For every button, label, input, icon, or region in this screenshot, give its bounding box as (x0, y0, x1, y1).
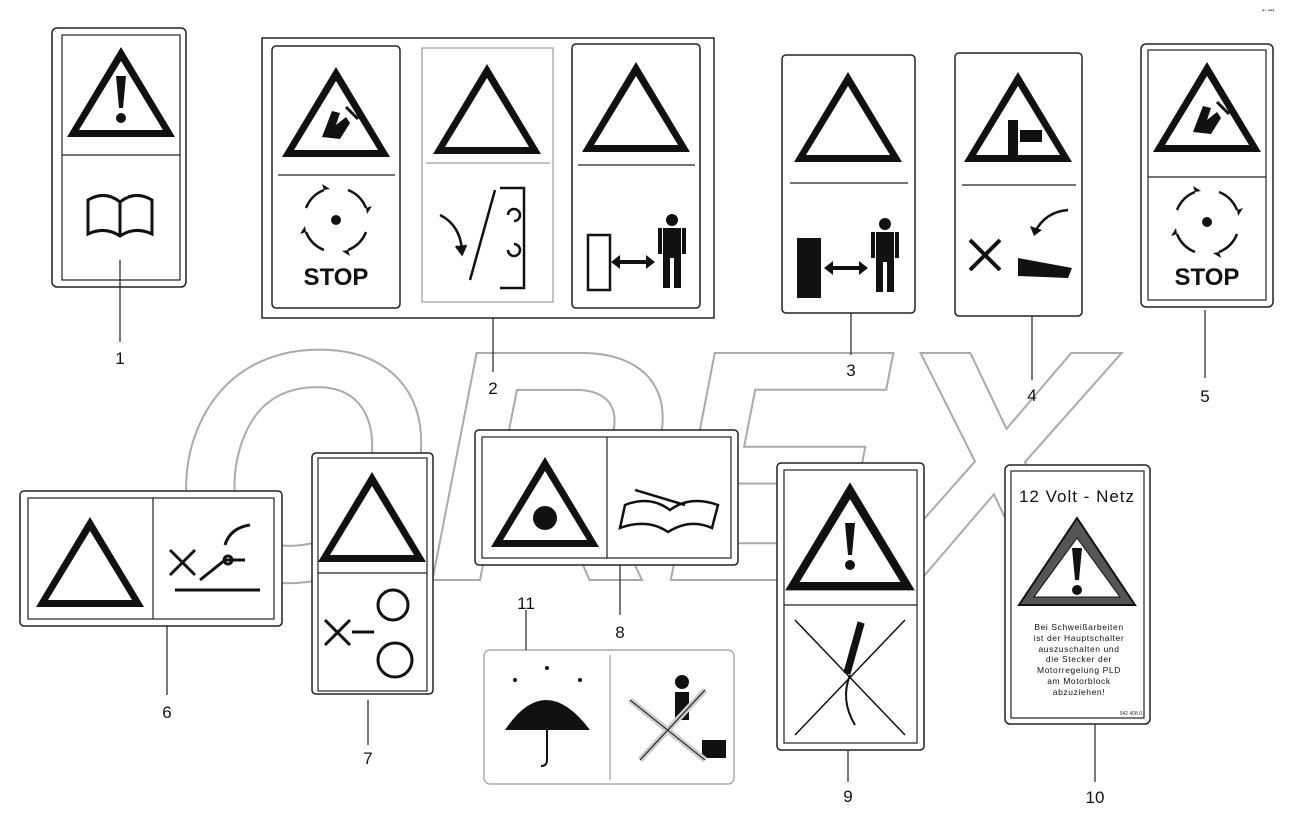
callout-11: 11 (517, 594, 535, 613)
decal-9[interactable] (776, 462, 925, 751)
decal-10-title: 12 Volt - Netz (1019, 487, 1135, 506)
corner-mark: ▪▫ ▪▪▪ (1262, 8, 1274, 14)
welding-prohibited-icon (794, 619, 906, 736)
decal-10-line: Bei Schweißarbeiten (1034, 622, 1123, 632)
decal-10-line: abzuziehen! (1053, 687, 1105, 697)
callout-7: 7 (363, 749, 372, 768)
decal-10-line: ist der Hauptschalter (1034, 633, 1125, 643)
decal-10-line: am Motorblock (1047, 676, 1111, 686)
decal-5[interactable]: STOP (1140, 43, 1274, 308)
no-spray-icon (628, 675, 726, 763)
manual-book-icon (86, 194, 154, 238)
callout-5: 5 (1200, 387, 1209, 406)
decal-10[interactable]: 12 Volt - Netz Bei Schweißarbeiten ist d… (1004, 464, 1151, 725)
stop-label: STOP (304, 264, 369, 291)
decal-3[interactable] (781, 54, 916, 314)
callout-6: 6 (162, 703, 171, 722)
decal-11[interactable] (483, 649, 735, 785)
callout-2: 2 (488, 379, 497, 398)
decal-4[interactable] (954, 52, 1083, 317)
rotating-parts-icon (323, 588, 414, 679)
crush-icon (968, 120, 1072, 278)
stop-label: STOP (1175, 264, 1240, 291)
decal-10-line: die Stecker der (1046, 654, 1112, 664)
swing-hazard-icon (439, 186, 526, 290)
decal-10-line: Motorregelung PLD (1037, 665, 1121, 675)
decal-1[interactable] (51, 27, 187, 288)
callout-8: 8 (615, 623, 624, 642)
decal-6[interactable] (19, 490, 283, 627)
umbrella-icon (505, 666, 590, 767)
service-manual-icon (618, 488, 720, 534)
callout-3: 3 (846, 361, 855, 380)
callout-10: 10 (1086, 788, 1105, 807)
decal-10-line: auszuschalten und (1038, 644, 1119, 654)
decal-8[interactable] (474, 429, 739, 566)
callout-9: 9 (843, 787, 852, 806)
callout-4: 4 (1027, 386, 1036, 405)
decal-7[interactable] (311, 452, 434, 695)
decal-2[interactable]: STOP (261, 37, 715, 319)
part-code: 942 408.0 (1120, 711, 1142, 717)
callout-1: 1 (115, 349, 124, 368)
crush-under-icon (168, 523, 260, 592)
